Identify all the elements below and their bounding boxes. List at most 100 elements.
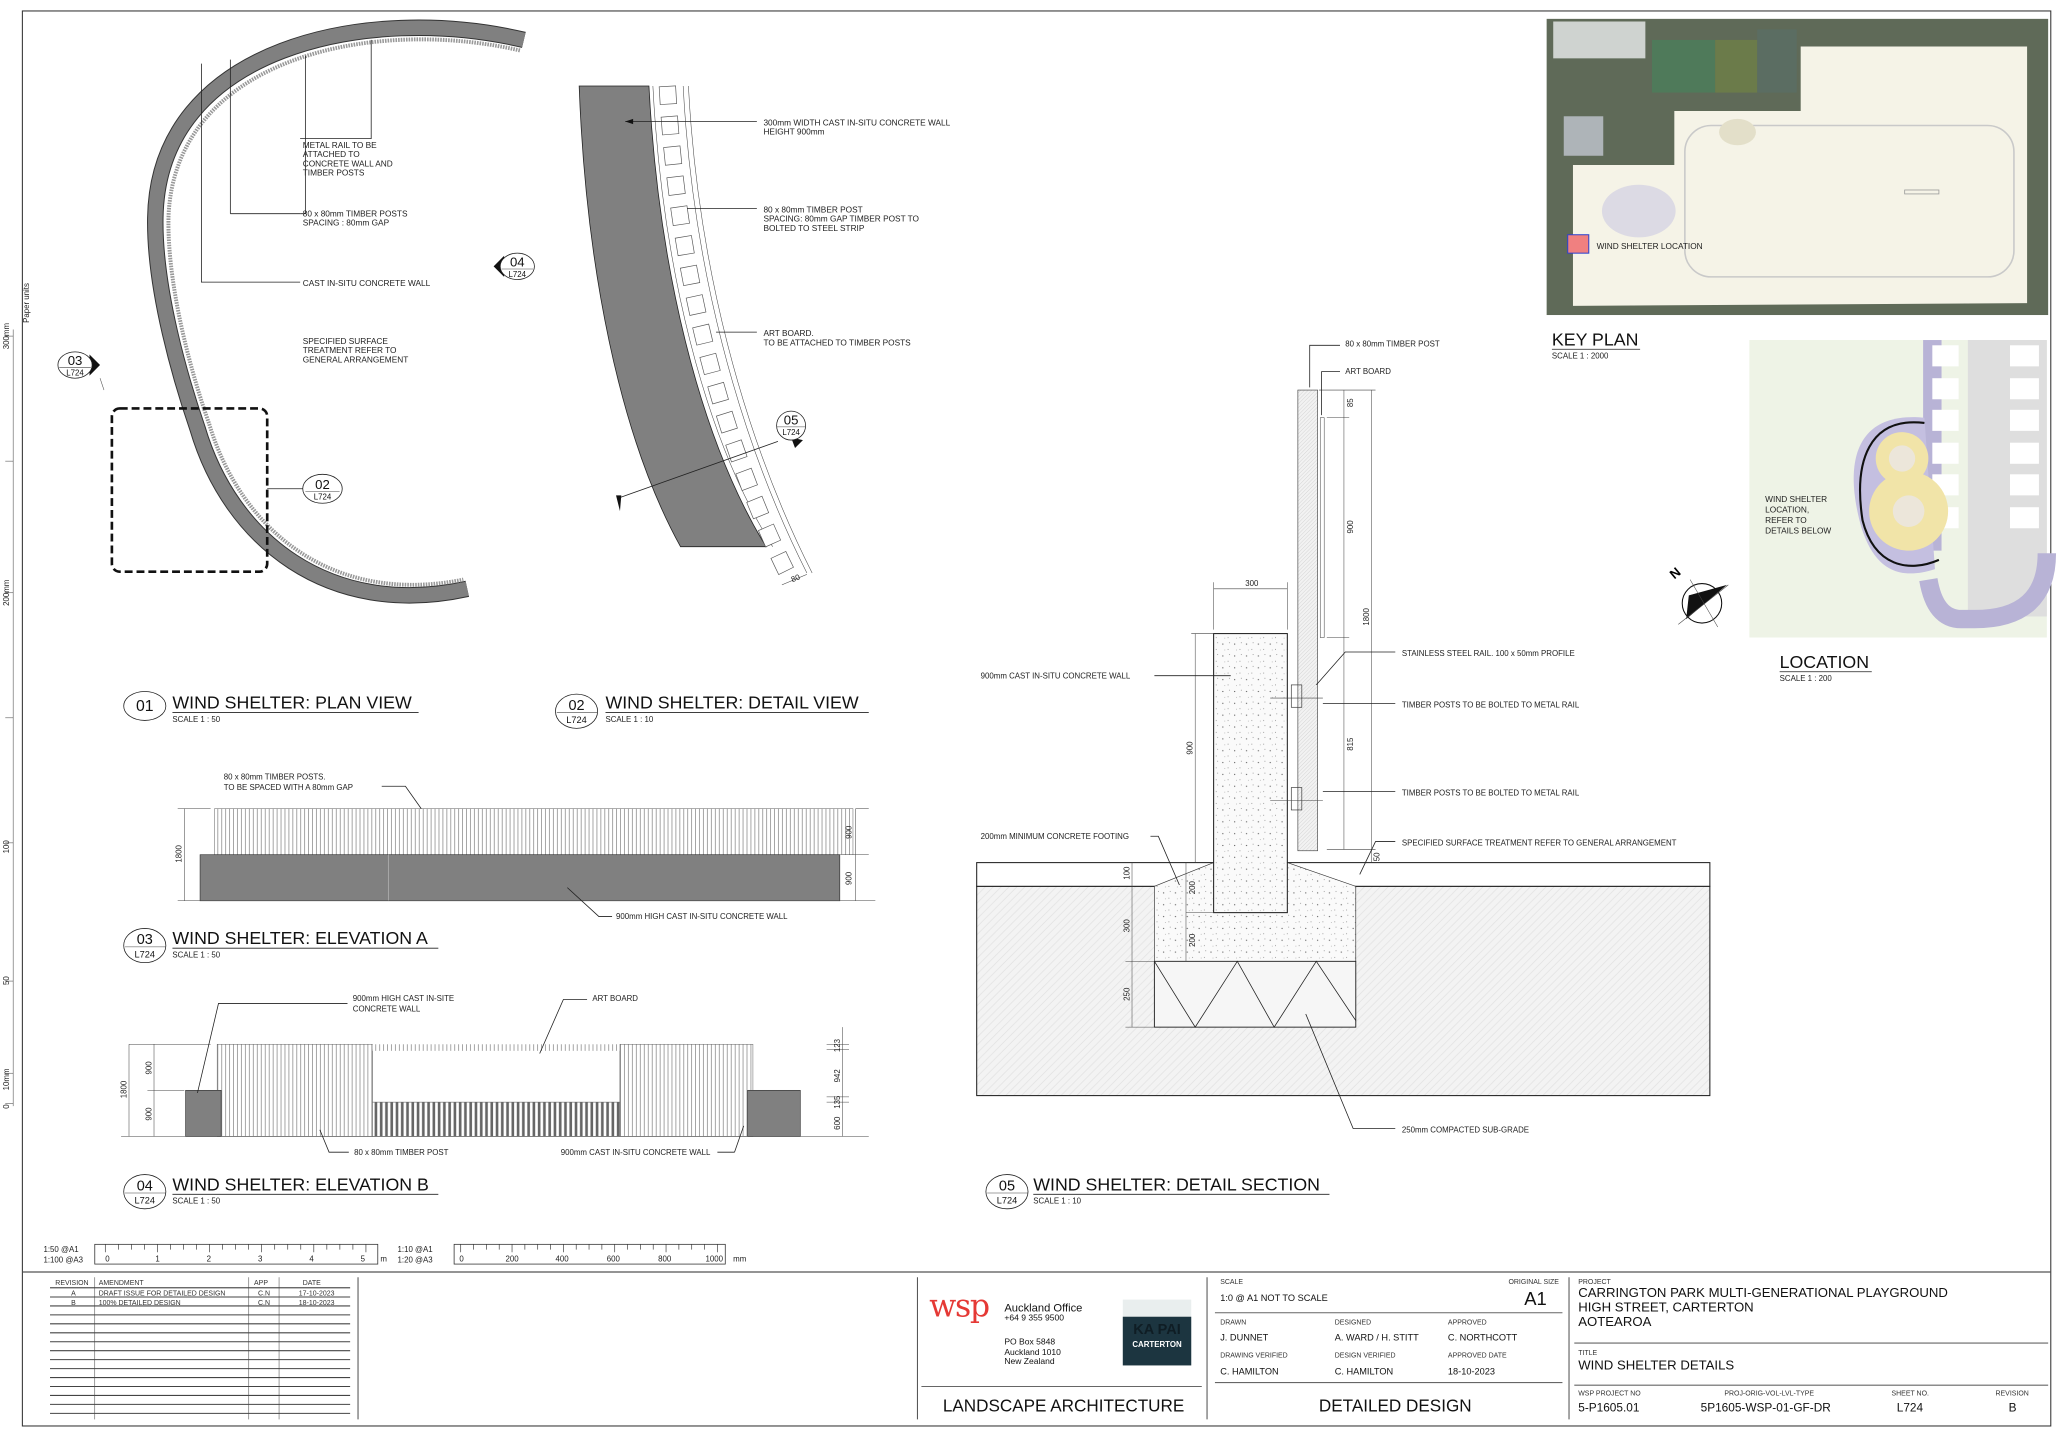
company-block: wsp Auckland Office +64 9 355 9500 PO Bo… xyxy=(916,1277,1202,1420)
sheet-border xyxy=(21,10,2052,1427)
timber-posts-elevation xyxy=(214,808,854,855)
wsp-logo: wsp xyxy=(929,1289,989,1325)
svg-text:5-P1605.01: 5-P1605.01 xyxy=(1578,1401,1639,1415)
dim-900: 900 xyxy=(845,825,854,839)
key-plan-scale: SCALE 1 : 2000 xyxy=(1552,351,1609,360)
dim-100: 100 xyxy=(1122,866,1131,880)
svg-text:AMENDMENT: AMENDMENT xyxy=(99,1280,145,1287)
svg-text:18-10-2023: 18-10-2023 xyxy=(1448,1367,1495,1377)
svg-text:ORIGINAL SIZE: ORIGINAL SIZE xyxy=(1508,1279,1559,1286)
svg-text:TITLE: TITLE xyxy=(1578,1350,1597,1357)
svg-text:HIGH STREET, CARTERTON: HIGH STREET, CARTERTON xyxy=(1578,1299,1753,1314)
svg-text:SCALE 1 : 10: SCALE 1 : 10 xyxy=(1033,1197,1081,1206)
svg-text:2: 2 xyxy=(207,1254,211,1263)
discipline: LANDSCAPE ARCHITECTURE xyxy=(943,1397,1184,1416)
dim-300: 300 xyxy=(1245,579,1259,588)
detail-boundary-box xyxy=(110,407,269,574)
elevation-b-note: ART BOARD xyxy=(592,994,638,1003)
svg-text:A1: A1 xyxy=(1524,1288,1547,1309)
dim-900: 900 xyxy=(1346,520,1355,534)
svg-text:1000: 1000 xyxy=(706,1254,724,1263)
section-note: TIMBER POSTS TO BE BOLTED TO METAL RAIL xyxy=(1402,700,1580,709)
dim-900: 900 xyxy=(1186,741,1195,755)
detail-view: 300mm WIDTH CAST IN-SITU CONCRETE WALLHE… xyxy=(555,85,951,729)
dim-600: 600 xyxy=(833,1116,842,1130)
section-note: TIMBER POSTS TO BE BOLTED TO METAL RAIL xyxy=(1402,788,1580,797)
svg-text:SPACING: 80mm GAP TIMBER POST: SPACING: 80mm GAP TIMBER POST TO xyxy=(763,214,919,224)
svg-text:1:10 @A1: 1:10 @A1 xyxy=(398,1245,433,1254)
project-block: PROJECT CARRINGTON PARK MULTI-GENERATION… xyxy=(1568,1277,2049,1420)
elevation-a-note: 80 x 80mm TIMBER POSTS.TO BE SPACED WITH… xyxy=(224,773,353,793)
svg-text:PROJECT: PROJECT xyxy=(1578,1279,1611,1286)
svg-text:AOTEAROA: AOTEAROA xyxy=(1578,1314,1651,1329)
svg-text:LOCATION,: LOCATION, xyxy=(1765,504,1809,514)
svg-text:BOLTED TO STEEL STRIP: BOLTED TO STEEL STRIP xyxy=(763,223,864,233)
svg-text:L724: L724 xyxy=(997,1196,1017,1206)
svg-text:05: 05 xyxy=(999,1178,1015,1194)
svg-text:100% DETAILED DESIGN: 100% DETAILED DESIGN xyxy=(99,1300,181,1307)
svg-text:L724: L724 xyxy=(314,492,332,501)
svg-text:TO BE ATTACHED TO TIMBER POSTS: TO BE ATTACHED TO TIMBER POSTS xyxy=(763,337,911,347)
dim-135: 135 xyxy=(833,1095,842,1109)
svg-text:3: 3 xyxy=(258,1254,263,1263)
dim-900: 900 xyxy=(144,1061,153,1075)
svg-text:DATE: DATE xyxy=(303,1280,321,1287)
dim-1800: 1800 xyxy=(119,1080,128,1098)
svg-text:Auckland Office: Auckland Office xyxy=(1004,1302,1082,1314)
key-plan-title: KEY PLAN xyxy=(1552,329,1639,349)
ruler-label: 200mm xyxy=(2,579,11,606)
svg-text:80 x 80mm TIMBER POSTS.: 80 x 80mm TIMBER POSTS. xyxy=(224,773,326,782)
section-note: STAINLESS STEEL RAIL. 100 x 50mm PROFILE xyxy=(1402,649,1575,658)
svg-text:L724: L724 xyxy=(135,1196,155,1206)
svg-text:mm: mm xyxy=(733,1254,747,1263)
view-title-01: 01 WIND SHELTER: PLAN VIEW SCALE 1 : 50 xyxy=(123,691,419,724)
svg-text:APPROVED DATE: APPROVED DATE xyxy=(1448,1353,1507,1360)
svg-text:SCALE 1 : 50: SCALE 1 : 50 xyxy=(172,715,220,724)
dim-50: 50 xyxy=(1372,852,1381,861)
svg-text:05: 05 xyxy=(784,412,799,427)
ruler-label: 300mm xyxy=(2,323,11,350)
svg-text:L724: L724 xyxy=(135,949,155,959)
svg-text:300mm WIDTH CAST IN-SITU CONCR: 300mm WIDTH CAST IN-SITU CONCRETE WALL xyxy=(763,117,950,127)
svg-text:03: 03 xyxy=(68,353,83,368)
svg-text:m: m xyxy=(380,1254,387,1263)
svg-text:HEIGHT 900mm: HEIGHT 900mm xyxy=(763,127,824,137)
concrete-wall-left xyxy=(185,1089,222,1137)
svg-text:WIND SHELTER: ELEVATION A: WIND SHELTER: ELEVATION A xyxy=(172,928,428,948)
svg-text:C. NORTHCOTT: C. NORTHCOTT xyxy=(1448,1332,1518,1342)
svg-text:SCALE 1 : 50: SCALE 1 : 50 xyxy=(172,950,220,959)
svg-text:04: 04 xyxy=(137,1178,153,1194)
key-plan-site xyxy=(1572,46,2028,306)
svg-text:METAL RAIL TO BE: METAL RAIL TO BE xyxy=(303,140,377,150)
steel-rail xyxy=(1290,787,1303,811)
svg-text:DRAFT ISSUE FOR DETAILED DESIG: DRAFT ISSUE FOR DETAILED DESIGN xyxy=(99,1291,226,1298)
svg-text:CONCRETE WALL: CONCRETE WALL xyxy=(353,1004,421,1013)
svg-text:400: 400 xyxy=(555,1254,569,1263)
plan-note: CAST IN-SITU CONCRETE WALL xyxy=(303,278,431,288)
svg-text:DRAWING VERIFIED: DRAWING VERIFIED xyxy=(1220,1353,1288,1360)
section-note: 80 x 80mm TIMBER POST xyxy=(1345,340,1440,349)
section-note: 900mm CAST IN-SITU CONCRETE WALL xyxy=(981,671,1131,680)
svg-text:0: 0 xyxy=(105,1254,110,1263)
dim-900: 900 xyxy=(144,1107,153,1121)
svg-text:04: 04 xyxy=(510,254,525,269)
elevation-b: 1800 900 900 123 942 135 600 900mm HIGH … xyxy=(119,994,869,1210)
svg-text:L724: L724 xyxy=(566,715,586,725)
detail-note: 300mm WIDTH CAST IN-SITU CONCRETE WALLHE… xyxy=(763,117,950,136)
svg-text:SPECIFIED SURFACE: SPECIFIED SURFACE xyxy=(303,336,389,346)
ka-pai-carterton-logo: KA PAI CARTERTON xyxy=(1122,1299,1192,1366)
svg-text:ART BOARD.: ART BOARD. xyxy=(763,328,813,338)
design-stage: DETAILED DESIGN xyxy=(1319,1397,1472,1416)
elevation-b-note: 900mm CAST IN-SITU CONCRETE WALL xyxy=(561,1148,711,1157)
